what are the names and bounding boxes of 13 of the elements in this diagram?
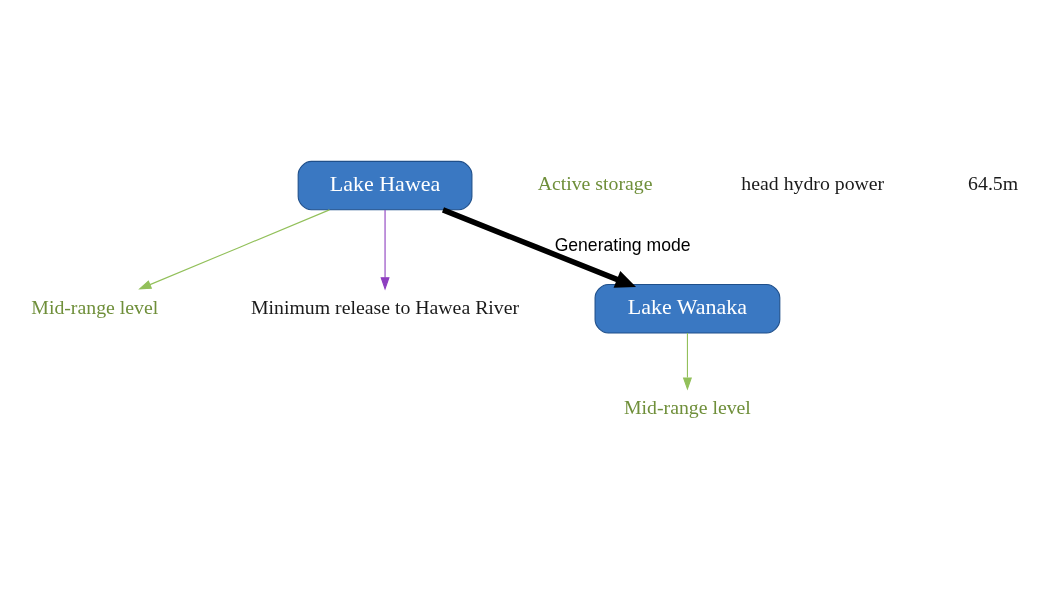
node-text: Mid-range level <box>31 295 159 318</box>
label: Active storage <box>537 171 653 194</box>
node-box: Lake Wanaka <box>594 283 781 333</box>
arrow <box>682 332 693 391</box>
node-box: Lake Hawea <box>297 160 473 210</box>
arrow <box>441 206 637 288</box>
label: head hydro power <box>741 171 885 194</box>
arrow <box>380 208 390 290</box>
node-text: Mid-range level <box>623 395 751 418</box>
edge-label: Generating mode <box>554 234 691 255</box>
arrow <box>138 208 330 290</box>
label: 64.5m <box>968 171 1019 194</box>
node-text: Minimum release to Hawea River <box>251 295 520 318</box>
